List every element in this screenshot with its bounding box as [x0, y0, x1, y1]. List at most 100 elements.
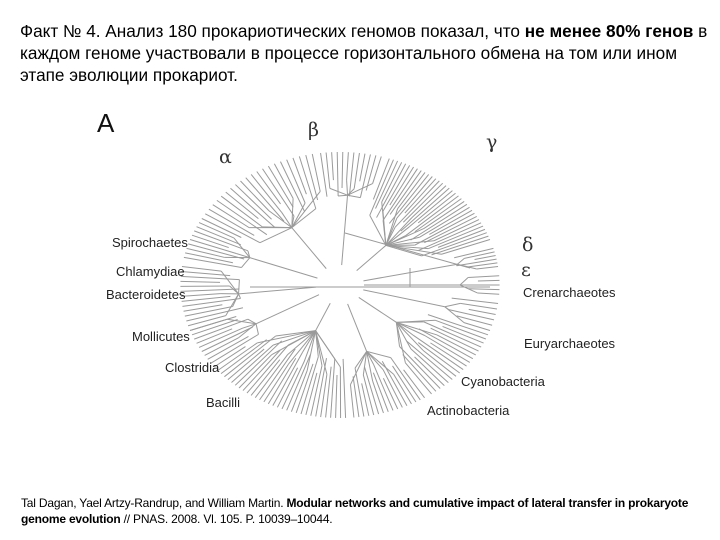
tree-branch: [395, 322, 412, 350]
tree-branch: [238, 286, 317, 295]
tree-leaf: [204, 337, 239, 356]
tree-branch: [346, 180, 349, 196]
tree-leaf: [198, 327, 243, 348]
tree-leaf: [320, 374, 328, 418]
tree-leaf: [189, 239, 237, 255]
tree-leaf: [421, 232, 487, 257]
tree-leaf: [464, 251, 495, 259]
tree-leaf: [389, 170, 422, 215]
tree-leaf: [245, 177, 285, 222]
tree-leaf: [454, 247, 494, 259]
tree-leaf: [428, 225, 484, 250]
tree-branch: [366, 351, 374, 365]
tree-leaf: [246, 344, 289, 394]
tree-branch: [306, 330, 317, 371]
tree-leaf: [429, 209, 473, 235]
tree-leaf: [369, 159, 394, 216]
tree-branch: [385, 244, 422, 257]
tree-leaf: [201, 218, 242, 238]
tree-branch: [396, 321, 438, 336]
tree-leaf: [273, 163, 294, 199]
tree-branch: [366, 351, 384, 371]
tree-leaf: [186, 247, 225, 258]
tree-leaf: [196, 328, 233, 344]
tree-branch: [354, 351, 368, 369]
tree-leaf: [240, 180, 270, 212]
tree-branch: [288, 330, 316, 365]
tree-branch: [385, 226, 410, 246]
tree-leaf: [418, 222, 482, 251]
tree-leaf: [342, 358, 347, 418]
tree-branch: [396, 321, 414, 336]
tree-leaf: [189, 315, 237, 331]
tree-leaf: [315, 358, 327, 417]
tree-leaf: [456, 258, 497, 267]
label-bacteroidetes: Bacteroidetes: [106, 287, 186, 302]
tree-leaf: [310, 365, 323, 416]
tree-leaf: [404, 178, 437, 214]
label-chlamydiae: Chlamydiae: [116, 264, 185, 279]
tree-leaf: [194, 230, 249, 252]
tree-leaf: [305, 154, 319, 201]
tree-leaf: [402, 354, 437, 392]
tree-leaf: [414, 356, 445, 387]
tree-leaf: [405, 362, 432, 395]
tree-branch: [288, 330, 316, 346]
tree-leaf: [400, 187, 450, 232]
tree-leaf: [451, 297, 499, 305]
tree-branch: [315, 330, 341, 368]
label-spirochaetes: Spirochaetes: [112, 235, 188, 250]
tree-branch: [255, 323, 259, 335]
tree-leaf: [361, 383, 370, 416]
tree-leaf: [295, 363, 314, 414]
tree-branch: [242, 323, 257, 329]
tree-leaf: [423, 321, 482, 348]
tree-leaf: [424, 215, 477, 244]
tree-branch: [362, 351, 368, 375]
tree-leaf: [359, 154, 371, 198]
tree-leaf: [424, 335, 471, 363]
tree-branch: [257, 330, 316, 344]
tree-leaf: [231, 344, 274, 383]
tree-leaf: [267, 358, 297, 405]
tree-leaf: [238, 354, 273, 389]
slide-title: Факт № 4. Анализ 180 прокариотических ге…: [20, 20, 710, 86]
tree-leaf: [262, 168, 295, 217]
tree-leaf: [325, 152, 331, 189]
tree-branch: [268, 210, 293, 229]
tree-branch: [444, 302, 461, 308]
tree-leaf: [354, 367, 365, 417]
tree-leaf: [181, 270, 231, 277]
tree-leaf: [382, 378, 399, 410]
tree-branch: [249, 257, 318, 279]
tree-branch: [385, 236, 420, 246]
tree-leaf: [476, 265, 499, 270]
tree-branch: [247, 250, 251, 258]
tree-leaf: [408, 190, 453, 228]
tree-leaf: [348, 152, 355, 197]
tree-leaf: [435, 319, 487, 340]
tree-leaf: [390, 357, 421, 401]
tree-leaf: [431, 235, 489, 256]
tree-branch: [303, 330, 317, 362]
citation-authors: Tal Dagan, Yael Artzy-Randrup, and Willi…: [21, 496, 287, 510]
tree-branch: [444, 306, 450, 311]
tree-branch: [395, 322, 401, 347]
tree-branch: [225, 293, 239, 316]
tree-leaf: [250, 359, 281, 396]
citation-title: Modular networks and cumulative impact o…: [21, 496, 689, 526]
tree-leaf: [280, 161, 306, 212]
tree-leaf: [381, 162, 403, 203]
citation: Tal Dagan, Yael Artzy-Randrup, and Willi…: [21, 495, 711, 527]
tree-leaf: [194, 318, 249, 340]
tree-branch: [385, 208, 398, 246]
tree-leaf: [442, 326, 484, 344]
tree-leaf: [382, 369, 403, 408]
tree-leaf: [204, 213, 261, 244]
tree-leaf: [422, 349, 457, 377]
tree-leaf: [414, 198, 462, 233]
tree-leaf: [365, 155, 377, 191]
tree-branch: [281, 212, 293, 228]
tree-leaf: [191, 234, 229, 249]
tree-leaf: [259, 348, 296, 401]
